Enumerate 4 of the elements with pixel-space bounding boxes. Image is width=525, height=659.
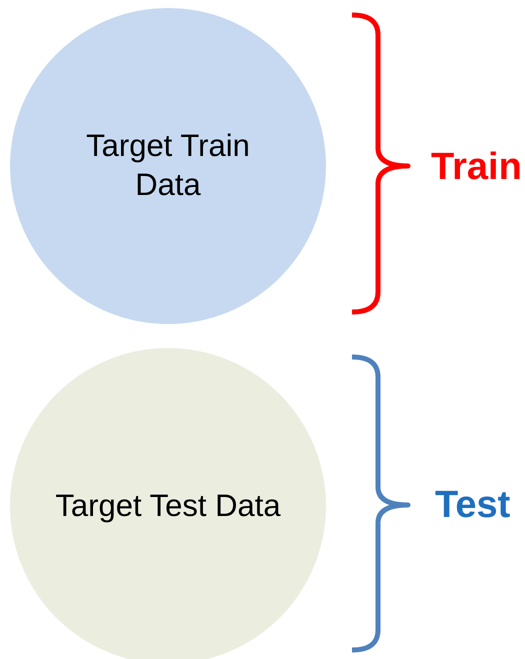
node-label: Target Train Data bbox=[85, 127, 251, 204]
node-label: Target Test Data bbox=[55, 486, 281, 525]
group-label: Test bbox=[435, 484, 510, 527]
group-label: Train bbox=[431, 146, 522, 189]
